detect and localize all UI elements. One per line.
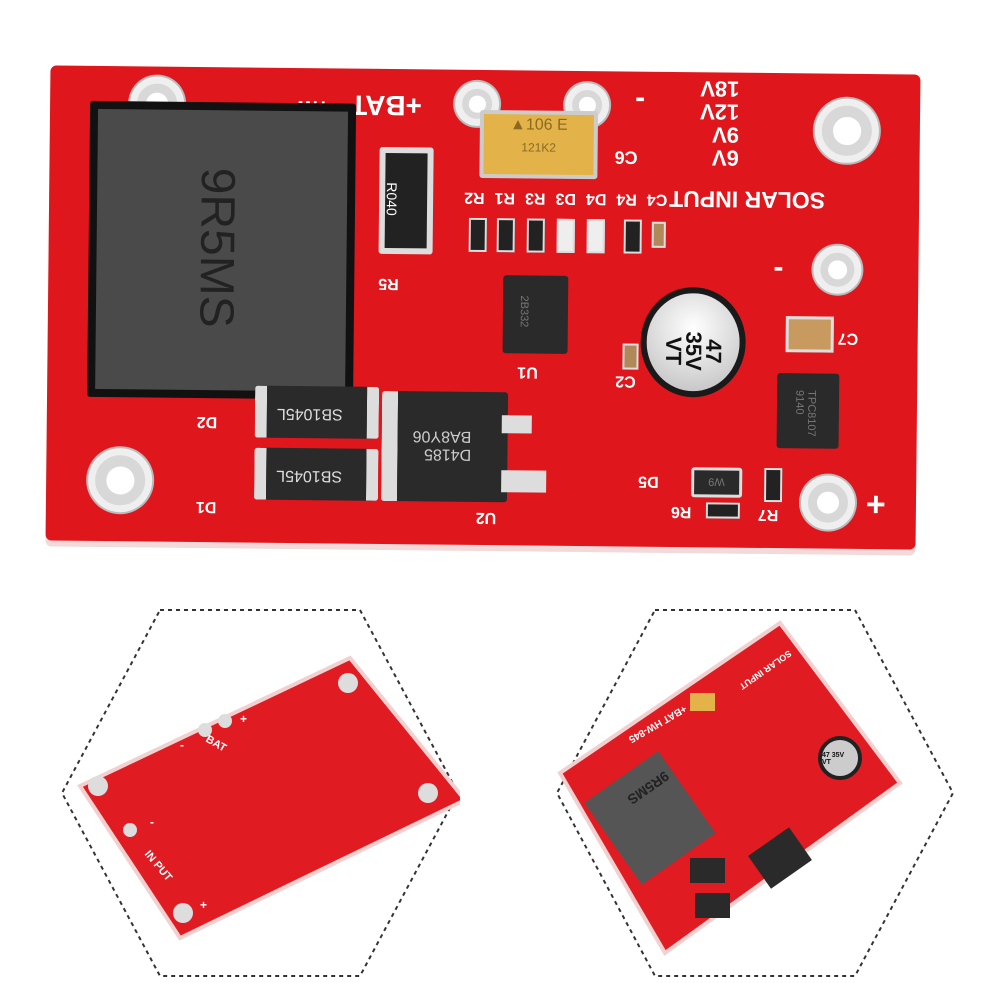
d1-marking: SB1045L [276,466,343,485]
u1-marking: 2B332 [517,295,531,328]
c7-label: C7 [837,329,859,347]
led-d4 [586,219,605,254]
cap-series: VT [660,336,687,366]
ref-d3: D3 [555,189,577,207]
solar-minus-pad [813,245,862,294]
capacitor-c4 [651,221,666,248]
back-plus-label: + [240,712,248,726]
c6-label: C6 [614,147,638,168]
tantalum-line1: ▲106 E [509,116,568,134]
solar-input-label: SOLAR INPUT [669,185,826,214]
u1-label: U1 [517,363,538,381]
voltage-6v: 6V [711,145,739,171]
ref-r4: R4 [616,190,637,208]
tantalum-line2: 121K2 [521,140,557,155]
pcb-board-top-view: +BAT HW- - - + 6V 9V 12V 18V SOLAR INPUT… [45,65,921,550]
diode-d5: W9 [691,467,743,498]
minus-label: - [634,84,646,118]
u2-label: U2 [475,508,497,527]
u2-pin [501,415,532,434]
d5-label: D5 [638,472,659,490]
r7-label: R7 [757,505,779,524]
d2-label: D2 [196,413,218,431]
r6-label: R6 [670,502,692,521]
ref-r1: R1 [494,189,516,207]
ref-r3: R3 [524,189,546,207]
small-refs: C4 R4 D4 D3 R3 R1 R2 [464,188,667,208]
diode-d2: SB1045L [254,385,380,439]
u2-line1: D4185 [423,445,472,463]
plus-label: + [865,485,887,524]
voltage-list: 6V 9V 12V 18V [699,76,740,171]
resistor-r1 [496,218,515,253]
mount-hole [87,447,153,513]
angle-cap-label: 47 35V VT [822,752,845,766]
shunt-resistor: R040 [378,146,434,255]
back-input-plus: + [200,898,208,912]
capacitor-c7 [785,316,834,353]
back-view-hexagon [60,609,460,977]
resistor-r7 [763,467,783,503]
bat-label: +BAT [349,89,423,122]
capacitor-c2 [622,343,639,370]
resistor-r2 [468,217,487,253]
back-minus-label: - [180,738,184,752]
inductor: 9R5MS [87,100,357,400]
u2-marking: D4185 BA8Y06 [412,426,472,463]
mount-hole [814,98,880,164]
ref-c4: C4 [646,190,668,208]
mosfet-line1: TPC8107 [804,390,818,437]
voltage-9v: 9V [711,122,740,148]
voltage-18v: 18V [700,76,740,102]
resistor-r3 [526,218,545,253]
resistor-r4 [623,219,642,254]
regulator-u2: D4185 BA8Y06 [380,390,509,503]
solar-plus-pad [800,475,856,530]
mosfet-marking: TPC8107 9140 [793,390,817,437]
resistor-r6 [705,502,740,519]
tantalum-capacitor: ▲106 E 121K2 [479,109,599,180]
angle-view-hexagon [555,609,955,977]
d5-marking: W9 [708,475,725,488]
mosfet-tpc8107: TPC8107 9140 [776,373,840,449]
c2-label: C2 [615,372,636,390]
u2-line2: BA8Y06 [412,427,472,445]
r5-label: R5 [378,274,399,293]
led-d3 [556,218,575,253]
ic-u1: 2B332 [502,275,569,354]
ref-r2: R2 [464,188,485,207]
mosfet-line2: 9140 [793,390,806,415]
shunt-marking: R040 [383,182,401,216]
electrolytic-capacitor: 47 35V VT [640,286,747,398]
back-input-minus: - [150,815,154,829]
minus-label-solar: - [773,254,784,288]
u2-pin [501,470,547,493]
ref-d4: D4 [585,190,607,208]
d1-label: D1 [195,498,217,516]
inductor-marking: 9R5MS [189,167,244,329]
diode-d1: SB1045L [253,447,379,501]
voltage-12v: 12V [699,99,740,125]
d2-marking: SB1045L [276,404,343,423]
